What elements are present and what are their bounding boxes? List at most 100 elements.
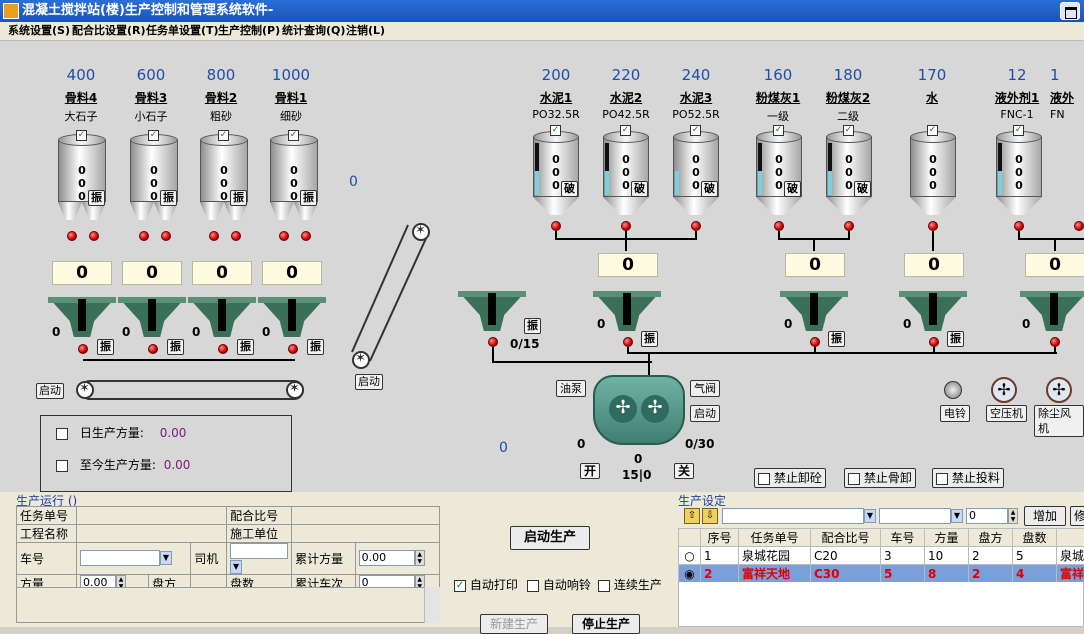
gate-valve[interactable] <box>231 231 241 241</box>
gate-close-button[interactable]: 关 <box>674 463 694 479</box>
table-row-selected[interactable]: ◉ 2 富祥天地 C30 5 8 2 4 富祥 <box>679 565 1084 583</box>
forbid-unload-checkbox[interactable] <box>758 473 770 485</box>
gate-valve[interactable] <box>139 231 149 241</box>
discharge-valve[interactable] <box>810 337 820 347</box>
break-arch-button[interactable]: 破 <box>784 181 801 197</box>
dropdown-icon[interactable]: ▼ <box>951 509 963 523</box>
discharge-valve[interactable] <box>218 344 228 354</box>
discharge-valve[interactable] <box>288 344 298 354</box>
total-checkbox[interactable] <box>56 460 68 472</box>
gate-open-button[interactable]: 开 <box>580 463 600 479</box>
mixer[interactable]: ✢ ✢ <box>593 375 685 445</box>
discharge-valve[interactable] <box>78 344 88 354</box>
break-arch-button[interactable]: 破 <box>561 181 578 197</box>
forbid-unload-button[interactable]: 禁止卸砼 <box>754 468 826 488</box>
oil-pump-button[interactable]: 油泵 <box>556 380 586 397</box>
gate-valve[interactable] <box>691 221 701 231</box>
discharge-valve[interactable] <box>488 337 498 347</box>
incline-start-button[interactable]: 启动 <box>355 374 383 390</box>
gate-valve[interactable] <box>774 221 784 231</box>
gate-valve[interactable] <box>1074 221 1084 231</box>
new-production-button[interactable]: 新建生产 <box>480 614 548 634</box>
truck-select[interactable] <box>80 550 160 566</box>
gate-valve[interactable] <box>279 231 289 241</box>
break-arch-button[interactable]: 破 <box>701 181 718 197</box>
vibrate-button[interactable]: 振 <box>828 331 845 347</box>
gate-valve[interactable] <box>67 231 77 241</box>
bell-icon[interactable] <box>944 381 962 399</box>
vibrate-button[interactable]: 振 <box>300 190 317 206</box>
dropdown-icon[interactable]: ▼ <box>864 509 876 523</box>
gate-valve[interactable] <box>301 231 311 241</box>
menu-task[interactable]: 任务单设置(T) <box>146 24 219 38</box>
bell-button[interactable]: 电铃 <box>940 405 970 422</box>
vibrate-button[interactable]: 振 <box>167 339 184 355</box>
hopper-weight: 0 <box>262 325 270 339</box>
check-icon: ✓ <box>218 130 229 141</box>
forbid-agg-button[interactable]: 禁止骨卸 <box>844 468 916 488</box>
break-arch-button[interactable]: 破 <box>631 181 648 197</box>
scrollbar[interactable] <box>424 587 440 623</box>
stop-production-button[interactable]: 停止生产 <box>572 614 640 634</box>
menu-stats[interactable]: 统计查询(Q) <box>282 24 345 38</box>
vibrate-button[interactable]: 振 <box>237 339 254 355</box>
start-production-button[interactable]: 启动生产 <box>510 526 590 550</box>
forbid-agg-checkbox[interactable] <box>848 473 860 485</box>
discharge-valve[interactable] <box>1050 337 1060 347</box>
add-button[interactable]: 增加 <box>1024 506 1066 526</box>
driver-select[interactable] <box>230 543 288 559</box>
gate-valve[interactable] <box>551 221 561 231</box>
gate-valve[interactable] <box>209 231 219 241</box>
discharge-valve[interactable] <box>148 344 158 354</box>
dropdown-icon[interactable]: ▼ <box>160 551 172 565</box>
task-filter[interactable]: ▼ <box>722 508 876 524</box>
table-row[interactable]: ○ 1 泉城花园 C20 3 10 2 5 泉城 <box>679 547 1084 565</box>
menu-system[interactable]: 系统设置(S) <box>8 24 70 38</box>
gate-valve[interactable] <box>1014 221 1024 231</box>
dropdown-icon[interactable]: ▼ <box>230 560 242 574</box>
auto-bell-checkbox[interactable] <box>527 580 539 592</box>
check-icon: ✓ <box>843 125 854 136</box>
mix-filter[interactable]: ▼ <box>879 508 963 524</box>
count-spinner[interactable]: 0▲▼ <box>966 508 1018 524</box>
vibrate-button[interactable]: 振 <box>97 339 114 355</box>
auto-print-checkbox[interactable]: ✓ <box>454 580 466 592</box>
gate-valve[interactable] <box>89 231 99 241</box>
mixer-bottom-value: 0 <box>634 452 642 466</box>
forbid-feed-button[interactable]: 禁止投料 <box>932 468 1004 488</box>
dust-fan-button[interactable]: 除尘风机 <box>1034 405 1084 437</box>
break-arch-button[interactable]: 破 <box>854 181 871 197</box>
spin-icon[interactable]: ▲▼ <box>415 550 425 566</box>
cum-input[interactable]: 0.00 <box>359 550 415 566</box>
radio-button[interactable]: ◉ <box>679 565 701 583</box>
vibrate-button[interactable]: 振 <box>307 339 324 355</box>
daily-checkbox[interactable] <box>56 428 68 440</box>
continuous-checkbox[interactable] <box>598 580 610 592</box>
gate-valve[interactable] <box>928 221 938 231</box>
vibrate-button[interactable]: 振 <box>230 190 247 206</box>
vibrate-button[interactable]: 振 <box>947 331 964 347</box>
menu-mix[interactable]: 配合比设置(R) <box>72 24 146 38</box>
discharge-valve[interactable] <box>929 337 939 347</box>
conveyor-start-button[interactable]: 启动 <box>36 383 64 399</box>
menu-logout[interactable]: 注销(L) <box>346 24 385 38</box>
discharge-valve[interactable] <box>623 337 633 347</box>
gate-valve[interactable] <box>844 221 854 231</box>
vibrate-button[interactable]: 振 <box>160 190 177 206</box>
vibrate-button[interactable]: 振 <box>88 190 105 206</box>
gate-valve[interactable] <box>161 231 171 241</box>
compressor-button[interactable]: 空压机 <box>986 405 1027 422</box>
arrow-up-icon[interactable]: ⇧ <box>684 508 700 524</box>
agg2-scale: 0 <box>192 261 252 285</box>
menu-control[interactable]: 生产控制(P) <box>218 24 280 38</box>
modify-button[interactable]: 修 <box>1070 506 1084 526</box>
forbid-feed-checkbox[interactable] <box>936 473 948 485</box>
vibrate-button[interactable]: 振 <box>524 318 541 334</box>
vibrate-button[interactable]: 振 <box>641 331 658 347</box>
gate-valve[interactable] <box>621 221 631 231</box>
arrow-down-icon[interactable]: ⇩ <box>702 508 718 524</box>
maximize-button[interactable] <box>1060 2 1080 20</box>
air-valve-button[interactable]: 气阀 <box>690 380 720 397</box>
mixer-start-button[interactable]: 启动 <box>690 405 720 422</box>
radio-button[interactable]: ○ <box>679 547 701 565</box>
